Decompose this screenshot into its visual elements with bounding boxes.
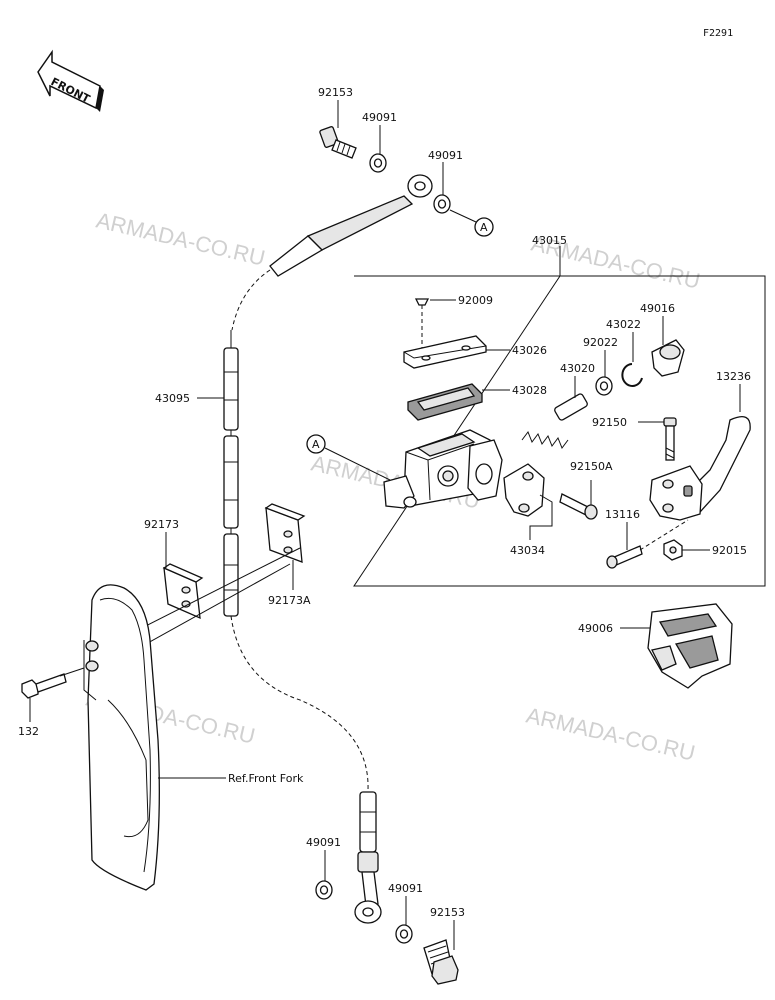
label-49091-a: 49091 bbox=[362, 111, 397, 124]
banjo-bolt-bottom bbox=[423, 939, 459, 985]
figure-code: F2291 bbox=[703, 28, 733, 39]
watermark: ARMADA-CO.RU bbox=[524, 703, 698, 766]
ref-marker-a-top: A bbox=[474, 217, 494, 237]
label-43026: 43026 bbox=[512, 344, 547, 357]
label-92153-top: 92153 bbox=[318, 86, 353, 99]
label-43022: 43022 bbox=[606, 318, 641, 331]
label-92173A: 92173A bbox=[268, 594, 311, 607]
hose-guide-92173A bbox=[264, 503, 306, 563]
nut-92015 bbox=[663, 539, 683, 561]
circlip-43022 bbox=[621, 363, 643, 387]
label-43020: 43020 bbox=[560, 362, 595, 375]
pivot-bolt-13116 bbox=[606, 545, 643, 569]
label-43095: 43095 bbox=[155, 392, 190, 405]
watermark: ARMADA-CO.RU bbox=[94, 208, 268, 271]
label-92153-bottom: 92153 bbox=[430, 906, 465, 919]
label-49016: 49016 bbox=[640, 302, 675, 315]
bolt-92150 bbox=[663, 417, 677, 461]
boot-49016 bbox=[651, 339, 685, 377]
label-92173: 92173 bbox=[144, 518, 179, 531]
label-13236: 13236 bbox=[716, 370, 751, 383]
label-13116: 13116 bbox=[605, 508, 640, 521]
ref-marker-a-top-label: A bbox=[480, 221, 488, 234]
diaphragm-43028 bbox=[407, 383, 483, 421]
label-49006: 49006 bbox=[578, 622, 613, 635]
washer-92022 bbox=[595, 376, 613, 396]
washer-49091-c bbox=[315, 880, 333, 900]
label-43034: 43034 bbox=[510, 544, 545, 557]
cover-49006 bbox=[647, 603, 733, 689]
hose-guide-92173 bbox=[162, 563, 204, 620]
label-92022: 92022 bbox=[583, 336, 618, 349]
banjo-bolt-top bbox=[319, 126, 357, 159]
front-arrow-icon: FRONT bbox=[37, 49, 104, 112]
ref-marker-a-left: A bbox=[306, 434, 326, 454]
label-92150: 92150 bbox=[592, 416, 627, 429]
label-132: 132 bbox=[18, 725, 39, 738]
label-49091-b: 49091 bbox=[428, 149, 463, 162]
ref-marker-a-left-label: A bbox=[312, 438, 320, 451]
label-92015: 92015 bbox=[712, 544, 747, 557]
label-49091-c: 49091 bbox=[306, 836, 341, 849]
label-92009: 92009 bbox=[458, 294, 493, 307]
master-cylinder-body bbox=[383, 429, 503, 509]
reservoir-cap-43026 bbox=[403, 335, 487, 369]
label-49091-d: 49091 bbox=[388, 882, 423, 895]
clamp-43034 bbox=[503, 463, 545, 517]
front-fork-guard bbox=[83, 584, 160, 891]
washer-49091-b bbox=[433, 194, 451, 214]
label-43028: 43028 bbox=[512, 384, 547, 397]
label-43015: 43015 bbox=[532, 234, 567, 247]
washer-49091-a bbox=[369, 153, 387, 173]
label-92150A: 92150A bbox=[570, 460, 613, 473]
piston-spring-43020 bbox=[521, 393, 588, 450]
brake-hose bbox=[223, 174, 433, 924]
lever-13236 bbox=[649, 416, 751, 521]
bolt-132 bbox=[21, 673, 67, 699]
reference-front-fork: Ref.Front Fork bbox=[228, 772, 304, 785]
washer-49091-d bbox=[395, 924, 413, 944]
